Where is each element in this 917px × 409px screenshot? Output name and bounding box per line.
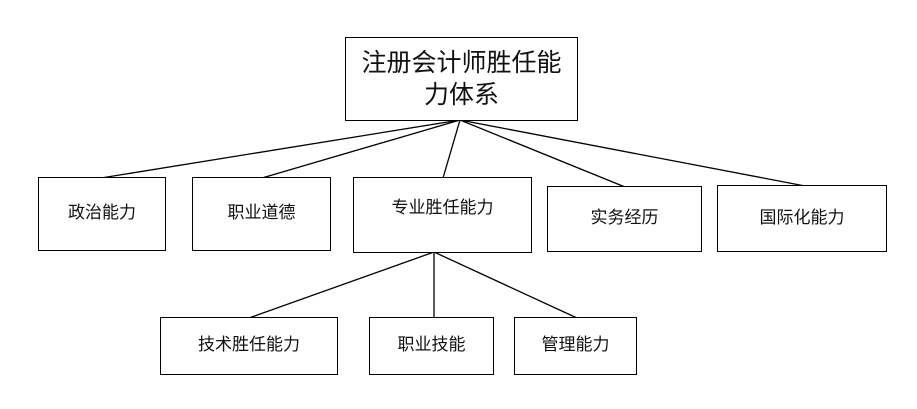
root-node: 注册会计师胜任能 力体系 <box>345 37 578 121</box>
node-technical-label: 技术胜任能力 <box>198 335 300 356</box>
node-professional-label: 专业胜任能力 <box>391 198 494 218</box>
edge-root-ethics <box>261 119 461 179</box>
node-management: 管理能力 <box>514 317 637 375</box>
node-political: 政治能力 <box>38 177 166 251</box>
root-node-label-line1: 注册会计师胜任能 <box>361 48 562 77</box>
node-professional: 专业胜任能力 <box>353 177 532 253</box>
node-practice-label: 实务经历 <box>590 208 659 229</box>
edge-professional-technical <box>248 251 435 319</box>
edge-root-political <box>100 119 461 179</box>
root-node-label-line2: 力体系 <box>423 80 499 109</box>
edge-professional-management <box>433 251 578 319</box>
node-management-label: 管理能力 <box>541 335 610 356</box>
node-practice: 实务经历 <box>547 186 702 252</box>
node-skills: 职业技能 <box>369 317 494 375</box>
root-node-label: 注册会计师胜任能 力体系 <box>361 47 561 111</box>
edge-root-practice <box>459 119 626 188</box>
edge-root-international <box>459 119 806 187</box>
node-skills-label: 职业技能 <box>397 335 466 356</box>
node-ethics: 职业道德 <box>192 177 331 251</box>
node-technical: 技术胜任能力 <box>160 317 338 375</box>
node-international: 国际化能力 <box>717 185 887 252</box>
node-political-label: 政治能力 <box>68 203 136 224</box>
node-ethics-label: 职业道德 <box>227 203 296 224</box>
node-international-label: 国际化能力 <box>759 207 845 228</box>
edge-root-professional <box>442 119 461 179</box>
